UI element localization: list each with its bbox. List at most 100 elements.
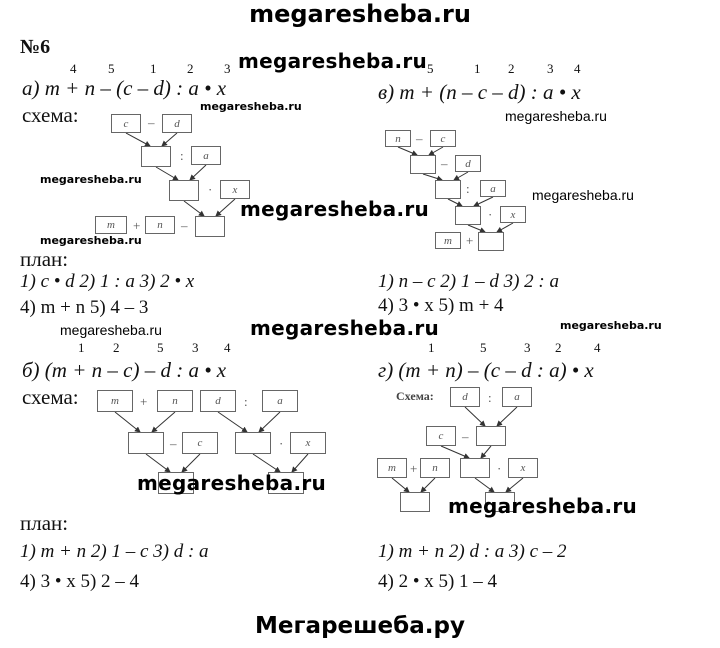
watermark: megaresheba.ru [250, 316, 440, 340]
arrow [391, 477, 410, 493]
result-box [235, 432, 271, 454]
arrow [252, 453, 281, 473]
operand-box: a [191, 146, 221, 165]
operator-sign: + [466, 233, 474, 248]
operand-box: d [200, 390, 236, 412]
operand-box: c [182, 432, 218, 454]
operator-sign: · [497, 461, 502, 476]
operand-box: x [220, 180, 250, 199]
watermark: megaresheba.ru [60, 322, 162, 338]
arrow [258, 411, 281, 433]
result-box [435, 180, 461, 199]
operator-sign: : [244, 394, 248, 409]
watermark: megaresheba.ru [200, 100, 302, 113]
arrow [217, 411, 248, 433]
operand-box: c [430, 130, 456, 147]
order-number: 1 [78, 340, 85, 355]
operand-box: d [162, 114, 192, 133]
arrow [215, 198, 236, 217]
operand-box: m [435, 232, 461, 249]
operand-box: a [502, 387, 532, 407]
plan-g-line1: 1) m + n 2) d : a 3) c – 2 [378, 541, 567, 562]
order-number: 4 [594, 340, 601, 355]
arrow [474, 477, 495, 493]
operator-sign: + [140, 394, 148, 409]
order-number: 2 [555, 340, 562, 355]
order-number: 5 [427, 61, 434, 76]
exercise-number: №6 [20, 36, 51, 58]
scheme-label-g: Схема: [396, 389, 434, 403]
plan-b-line1: 1) m + n 2) 1 – c 3) d : a [20, 541, 209, 562]
order-number: 5 [480, 340, 487, 355]
operator-sign: : [488, 390, 492, 405]
arrow [397, 146, 418, 156]
operand-box: x [508, 458, 538, 478]
arrow [422, 173, 443, 182]
watermark: megaresheba.ru [238, 49, 428, 73]
formula-v: в) m + (n – c – d) : a • x [378, 80, 581, 104]
order-number: 4 [224, 340, 231, 355]
arrow [453, 171, 469, 181]
watermark: megaresheba.ru [40, 173, 142, 186]
plan-v-line2: 4) 3 • x 5) m + 4 [378, 295, 504, 316]
arrow [447, 198, 463, 207]
operator-sign: : [180, 148, 184, 163]
operand-box: n [157, 390, 193, 412]
order-number: 4 [574, 61, 581, 76]
result-box [460, 458, 490, 478]
result-box [476, 426, 506, 446]
operator-sign: · [279, 436, 284, 451]
operand-box: a [262, 390, 298, 412]
plan-a-line1: 1) c • d 2) 1 : a 3) 2 • x [20, 271, 195, 292]
arrow [291, 453, 309, 473]
plan-label: план: [20, 511, 69, 535]
watermark: megaresheba.ru [532, 187, 634, 203]
operand-box: c [111, 114, 141, 133]
watermark: megaresheba.ru [448, 494, 638, 518]
order-number: 2 [187, 61, 194, 76]
operator-sign: – [181, 218, 188, 233]
result-box [485, 492, 515, 512]
arrow [155, 166, 179, 181]
operator-sign: – [170, 436, 177, 451]
result-box [400, 492, 430, 512]
order-number: 1 [474, 61, 481, 76]
operator-sign: + [133, 218, 141, 233]
result-box [128, 432, 164, 454]
order-number: 3 [192, 340, 199, 355]
order-number: 4 [70, 61, 77, 76]
arrow [464, 406, 486, 427]
arrow [473, 196, 494, 207]
watermark: megaresheba.ru [505, 108, 607, 124]
order-number: 3 [224, 61, 231, 76]
operator-sign: – [148, 115, 155, 130]
order-number: 2 [113, 340, 120, 355]
scheme-label: схема: [22, 103, 79, 127]
plan-b-line2: 4) 3 • x 5) 2 – 4 [20, 571, 140, 592]
site-header: megaresheba.ru [249, 0, 471, 28]
operator-sign: – [416, 131, 423, 146]
operand-box: a [480, 180, 506, 197]
operand-box: d [455, 155, 481, 172]
result-box [478, 232, 504, 251]
order-number: 1 [428, 340, 435, 355]
plan-a-line2: 4) m + n 5) 4 – 3 [20, 297, 149, 318]
scheme-label: схема: [22, 385, 79, 409]
arrow [125, 132, 151, 147]
operator-sign: + [410, 461, 418, 476]
plan-v-line1: 1) n – c 2) 1 – d 3) 2 : a [378, 271, 559, 292]
arrow [428, 146, 444, 156]
arrow [181, 453, 201, 473]
operator-sign: · [208, 182, 213, 197]
operand-box: x [500, 206, 526, 223]
plan-label: план: [20, 247, 69, 271]
result-box [169, 180, 199, 201]
operator-sign: : [466, 181, 470, 196]
result-box [410, 155, 436, 174]
arrow [440, 445, 470, 459]
order-number: 3 [547, 61, 554, 76]
arrow [189, 164, 207, 181]
operand-box: m [95, 216, 127, 234]
operator-sign: · [488, 207, 493, 222]
